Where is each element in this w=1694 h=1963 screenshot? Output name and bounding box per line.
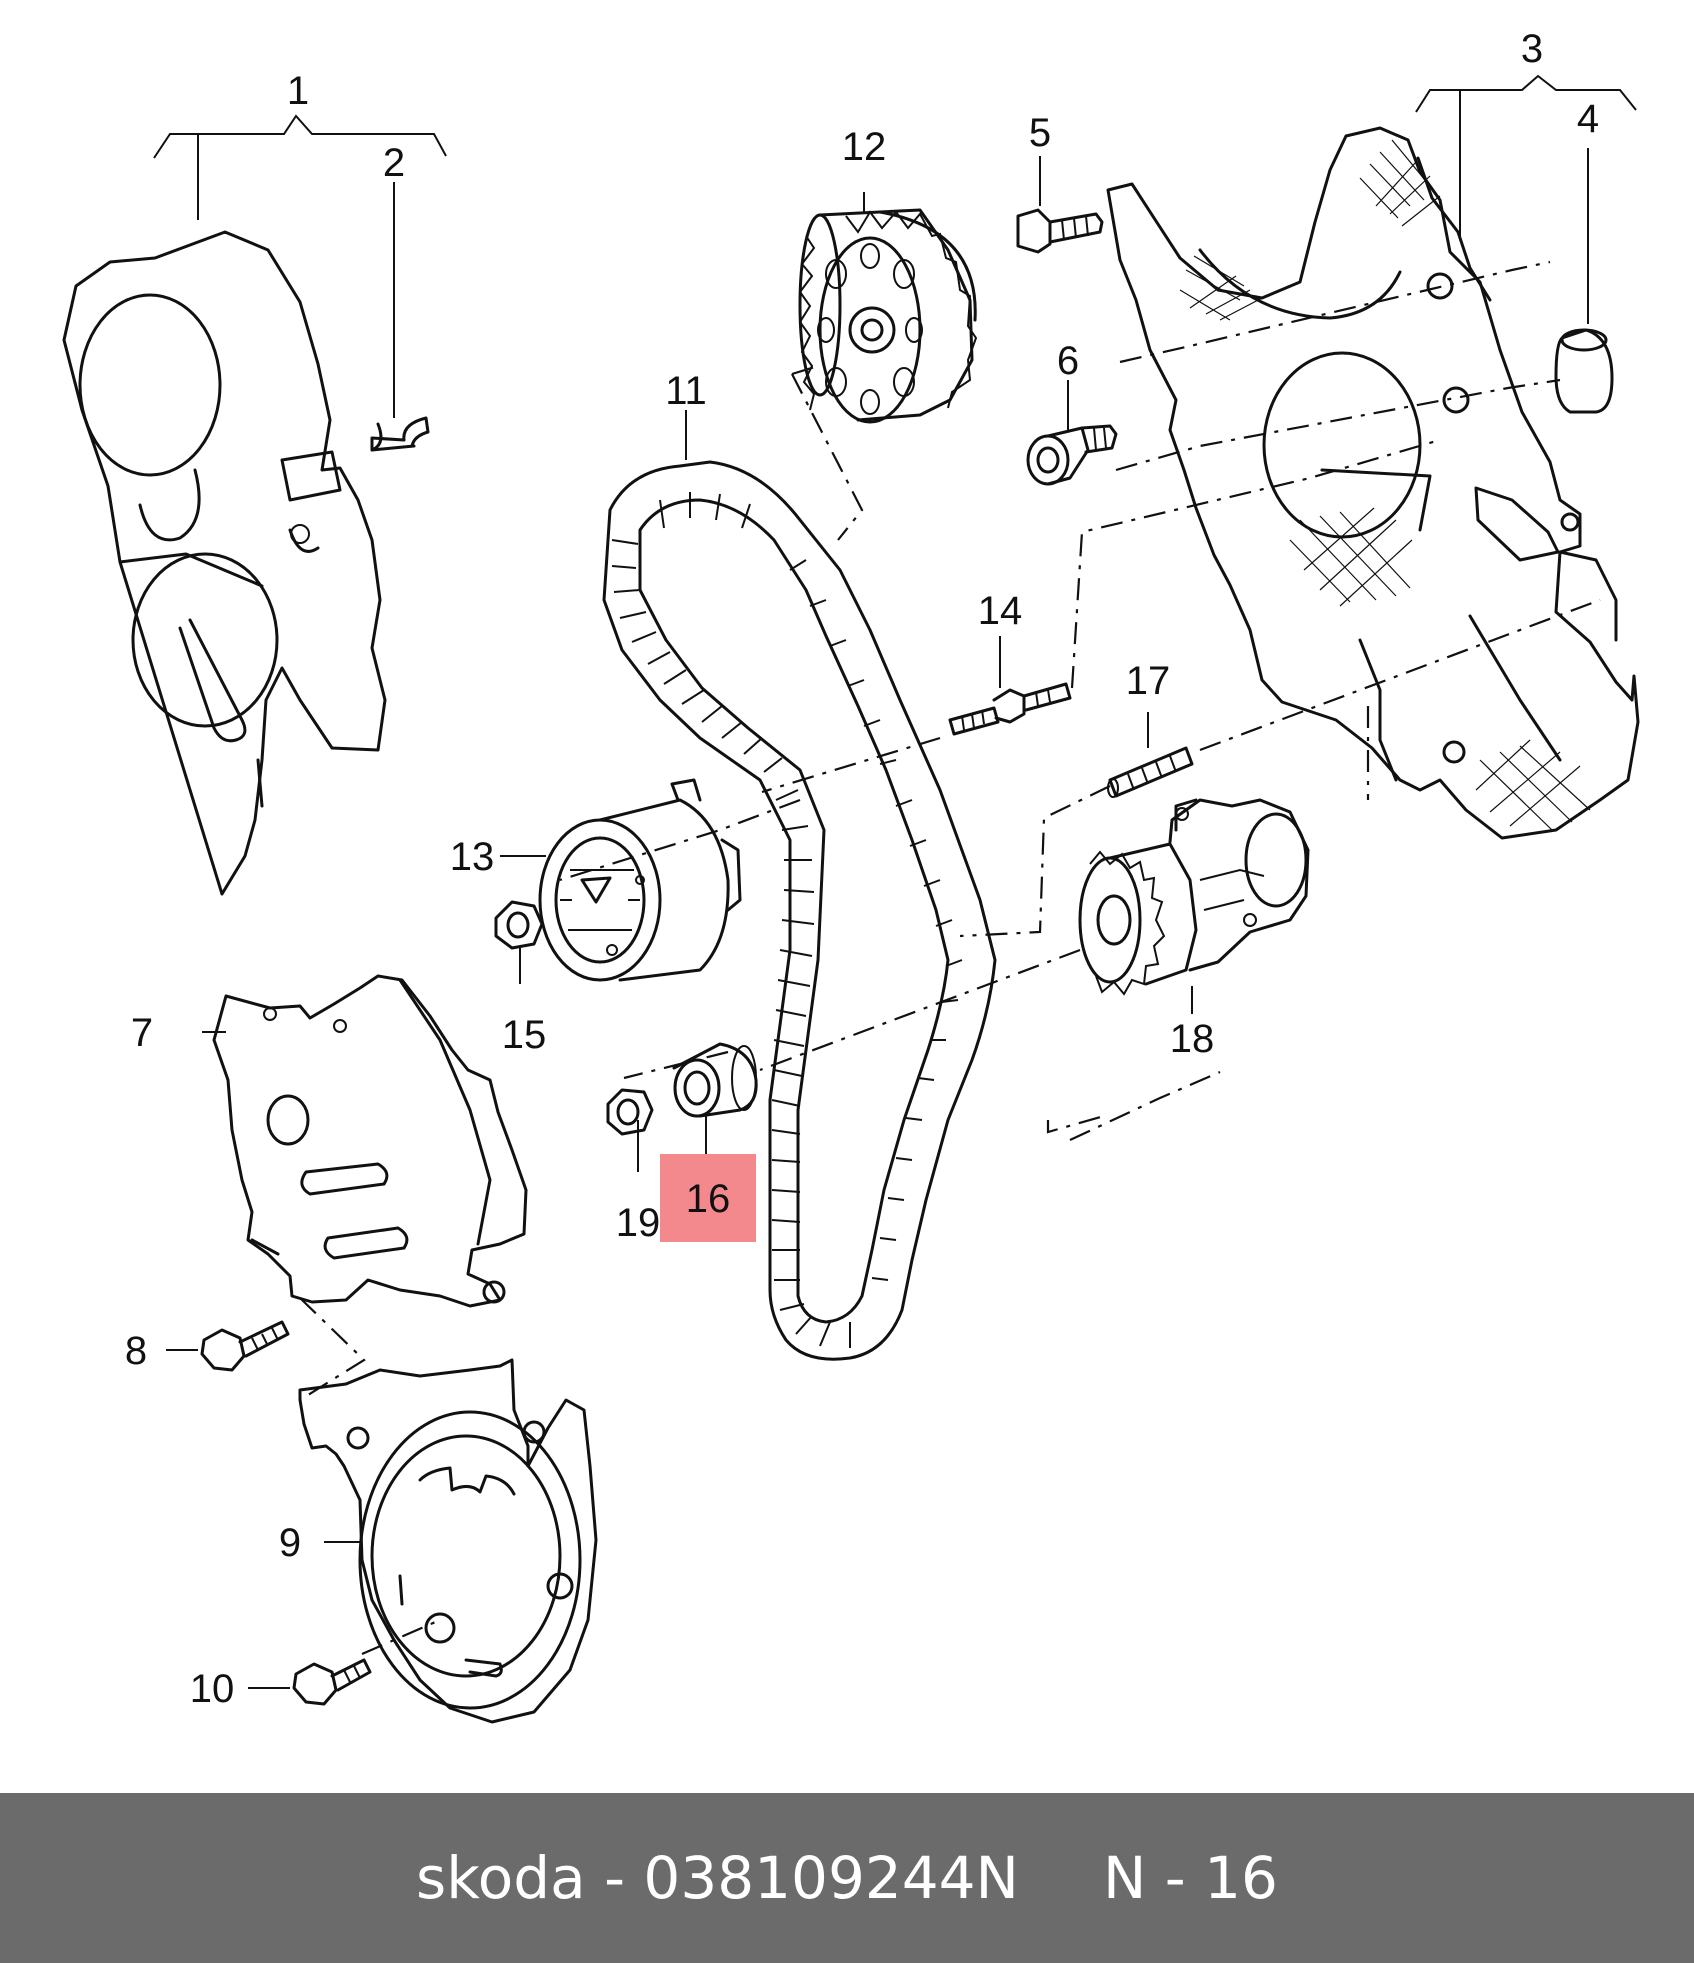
callout-17: 17 [1126,659,1171,703]
assembly-lines [299,260,1601,1656]
footer-bar: skoda - 038109244N N - 16 [0,1793,1694,1963]
callout-labels: 1 2 3 4 5 6 7 8 9 10 11 12 13 14 15 16 1… [125,27,1599,1711]
nut-15 [494,900,544,950]
callout-2: 2 [383,141,405,185]
callout-7: 7 [131,1011,153,1055]
socket-bolt-6 [1026,424,1118,486]
exploded-parts-diagram: 1 2 3 4 5 6 7 8 9 10 11 12 13 14 15 16 1… [62,27,1640,1724]
rear-timing-cover [1106,126,1640,840]
callout-1: 1 [287,69,309,113]
upper-timing-cover [62,230,387,896]
camshaft-sprocket [798,208,978,424]
callout-18: 18 [1170,1017,1215,1061]
diagram-position-label: N - 16 [1102,1844,1278,1912]
callout-13: 13 [450,835,495,879]
callout-19: 19 [616,1201,661,1245]
callout-3: 3 [1521,27,1543,71]
callout-8: 8 [125,1329,147,1373]
screw-5 [1016,208,1104,254]
stud-14 [948,682,1072,736]
cover-plug [1554,328,1614,414]
leader-lines [153,74,1637,1689]
cover-clip [370,416,430,452]
callout-6: 6 [1057,339,1079,383]
callout-14: 14 [978,589,1023,633]
nut-19 [606,1088,654,1136]
stud-17 [1107,746,1194,798]
part-number-label: skoda - 038109244N [416,1844,1019,1912]
callout-11: 11 [665,369,707,413]
callout-16: 16 [686,1177,731,1221]
callout-10: 10 [190,1667,235,1711]
middle-timing-cover [212,974,528,1308]
callout-9: 9 [279,1521,301,1565]
bolt-8 [200,1320,290,1372]
callout-15: 15 [502,1013,547,1057]
water-pump [1078,798,1310,996]
callout-12: 12 [842,125,887,169]
callout-5: 5 [1029,111,1051,155]
lower-timing-cover [298,1358,598,1724]
highlight-box-16 [660,1154,756,1242]
bolt-10 [292,1658,372,1706]
tensioner-pulley [538,778,742,982]
timing-belt [602,460,997,1361]
callout-4: 4 [1577,97,1599,141]
